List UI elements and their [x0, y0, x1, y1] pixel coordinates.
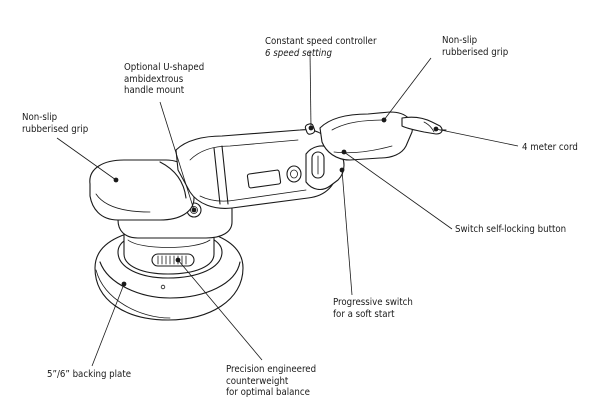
motor-body	[175, 129, 337, 209]
label-handle-mount-line-2: ambidextrous	[124, 73, 184, 85]
label-backing-plate: 5”/6” backing plate	[47, 369, 131, 381]
label-handle-mount-line-3: handle mount	[124, 85, 185, 96]
label-speed-setting: 6 speed setting	[265, 47, 332, 59]
label-backing-plate-line-1: 5”/6” backing plate	[47, 369, 132, 380]
label-progressive-switch: Progressive switch for a soft start	[333, 297, 413, 320]
label-progressive-switch-line-2: for a soft start	[333, 308, 395, 320]
label-cord-line-1: 4 meter cord	[522, 142, 578, 153]
label-speed-controller: Constant speed controller 6 speed settin…	[265, 36, 377, 59]
label-switch-lock: Switch self-locking button	[455, 224, 566, 236]
label-handle-mount-line-1: Optional U-shaped	[124, 62, 205, 73]
leader-lines	[56, 51, 519, 367]
label-counterweight-line-1: Precision engineered	[226, 364, 317, 375]
label-switch-lock-line-1: Switch self-locking button	[455, 224, 567, 235]
label-handle-mount: Optional U-shaped ambidextrous handle mo…	[124, 62, 204, 97]
front-grip	[89, 159, 195, 221]
label-grip-left: Non-slip rubberised grip	[22, 112, 88, 135]
label-grip-right-line-1: Non-slip	[442, 35, 478, 46]
label-cord: 4 meter cord	[522, 142, 578, 154]
label-counterweight: Precision engineered counterweight for o…	[226, 364, 316, 399]
label-grip-right: Non-slip rubberised grip	[442, 35, 508, 58]
label-speed-controller-line-1: Constant speed controller	[265, 36, 377, 47]
label-counterweight-line-2: counterweight	[226, 375, 289, 387]
label-grip-left-line-1: Non-slip	[22, 112, 58, 123]
label-grip-right-line-2: rubberised grip	[442, 46, 509, 58]
label-grip-left-line-2: rubberised grip	[22, 123, 89, 135]
label-progressive-switch-line-1: Progressive switch	[333, 297, 413, 308]
label-counterweight-line-3: for optimal balance	[226, 387, 310, 398]
